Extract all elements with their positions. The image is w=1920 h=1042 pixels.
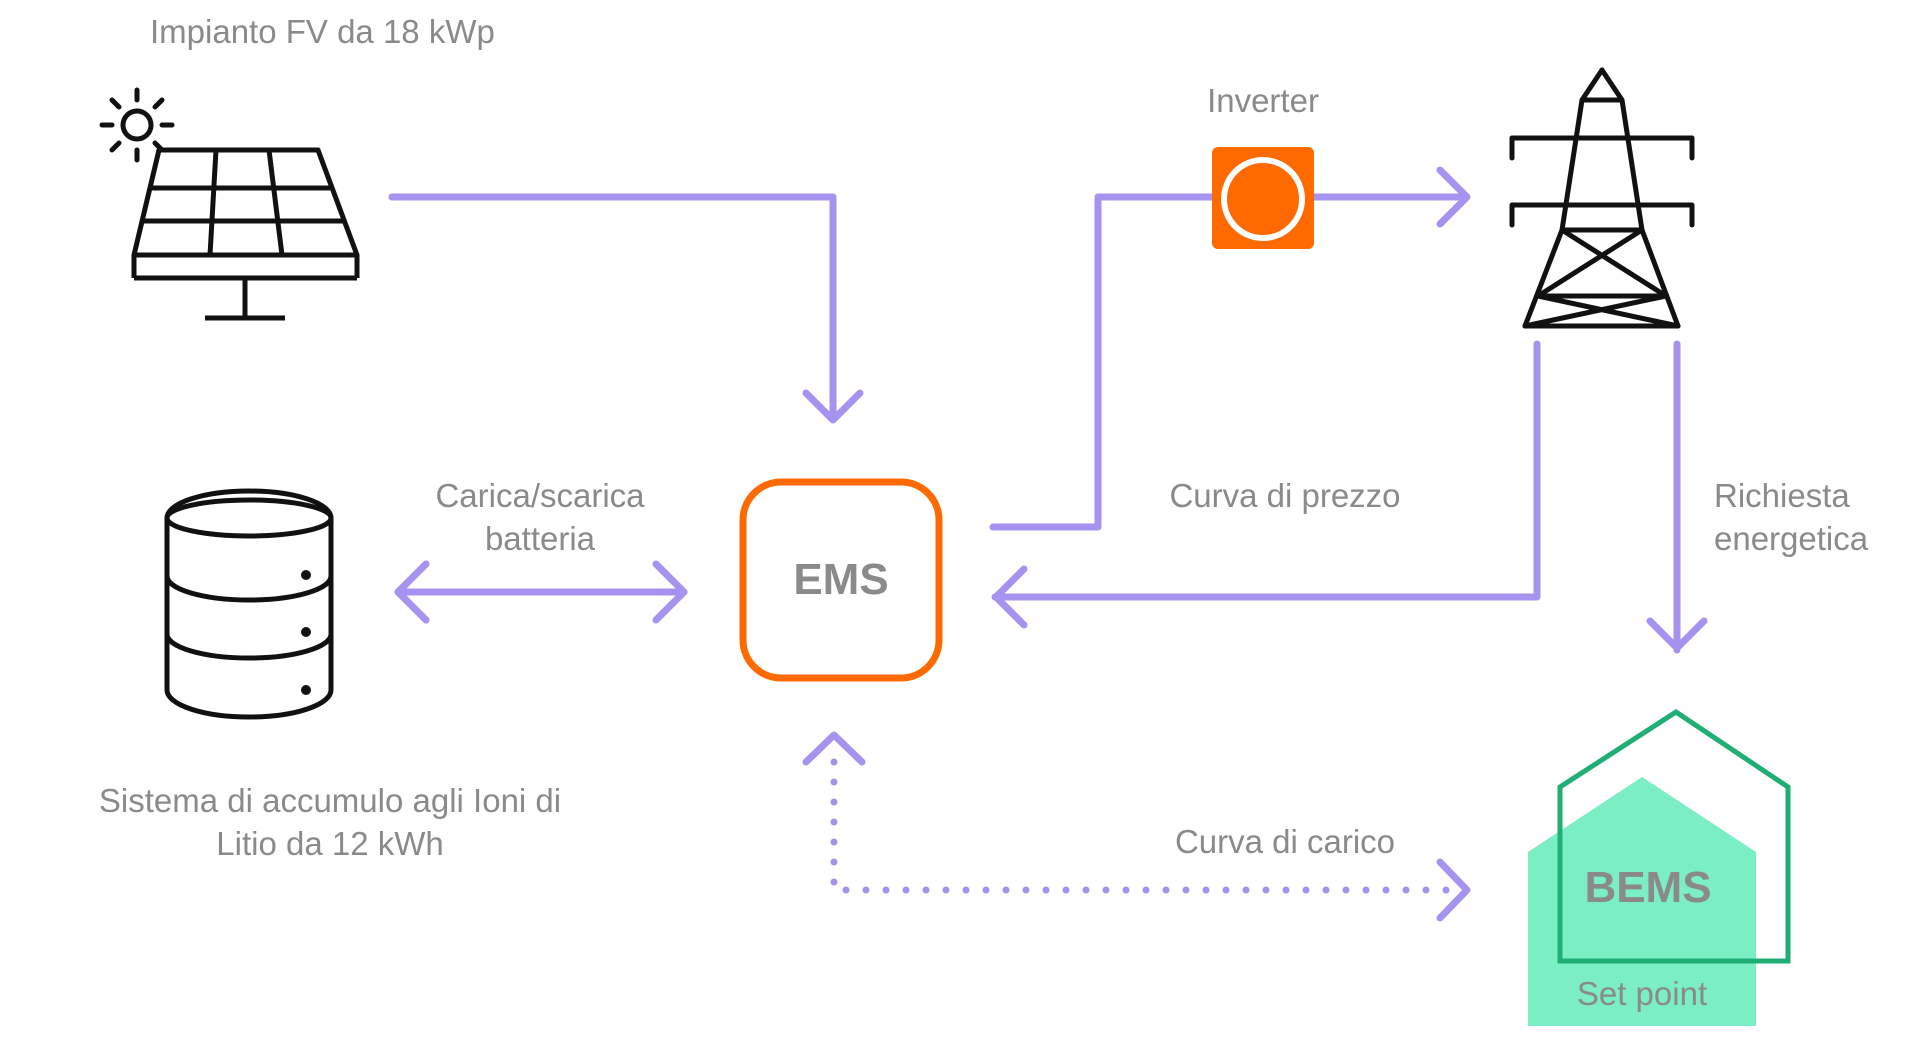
energy-request-arrowhead [1646, 617, 1708, 652]
pv-to-ems-arrowhead [802, 389, 864, 424]
battery-flow-label: Carica/scarica batteria [390, 474, 690, 560]
house-icon [1528, 709, 1791, 1026]
solar-panel-icon [131, 147, 360, 321]
price-curve-label: Curva di prezzo [1169, 477, 1401, 514]
load-curve-label: Curva di carico [1174, 823, 1396, 860]
energy-request-label-line2: energetica [1714, 520, 1869, 557]
ems-to-inverter-flow-line [989, 193, 1216, 531]
storage-label-line1: Sistema di accumulo agli Ioni di [98, 782, 562, 819]
price-curve-arrowhead [992, 565, 1028, 629]
energy-request-label: Richiesta energetica [1714, 474, 1868, 560]
load-curve-ems-arrowhead [802, 731, 866, 766]
battery-side-arrowhead [394, 560, 430, 624]
battery-flow-label-line1: Carica/scarica [435, 477, 645, 514]
storage-label: Sistema di accumulo agli Ioni di Litio d… [40, 779, 620, 865]
inverter-icon [1212, 147, 1314, 249]
power-tower-icon [1509, 67, 1695, 329]
ems-side-arrowhead [652, 560, 688, 624]
set-point-label: Set point [1576, 975, 1708, 1012]
battery-storage-icon [164, 488, 334, 720]
energy-request-label-line1: Richiesta [1714, 477, 1850, 514]
inverter-label: Inverter [1207, 82, 1319, 119]
inverter-to-grid-arrowhead [1436, 166, 1471, 228]
pv-plant-label: Impianto FV da 18 kWp [150, 13, 495, 50]
bems-label: BEMS [1584, 863, 1712, 912]
load-curve-dotted-line [830, 758, 1459, 894]
ems-label: EMS [793, 555, 889, 604]
pv-to-ems-flow-line [388, 193, 837, 422]
load-curve-bems-arrowhead [1436, 858, 1471, 922]
price-curve-flow-line [991, 340, 1541, 601]
ems-box [739, 478, 943, 682]
battery-flow-label-line2: batteria [484, 520, 596, 557]
storage-label-line2: Litio da 12 kWh [216, 825, 444, 862]
